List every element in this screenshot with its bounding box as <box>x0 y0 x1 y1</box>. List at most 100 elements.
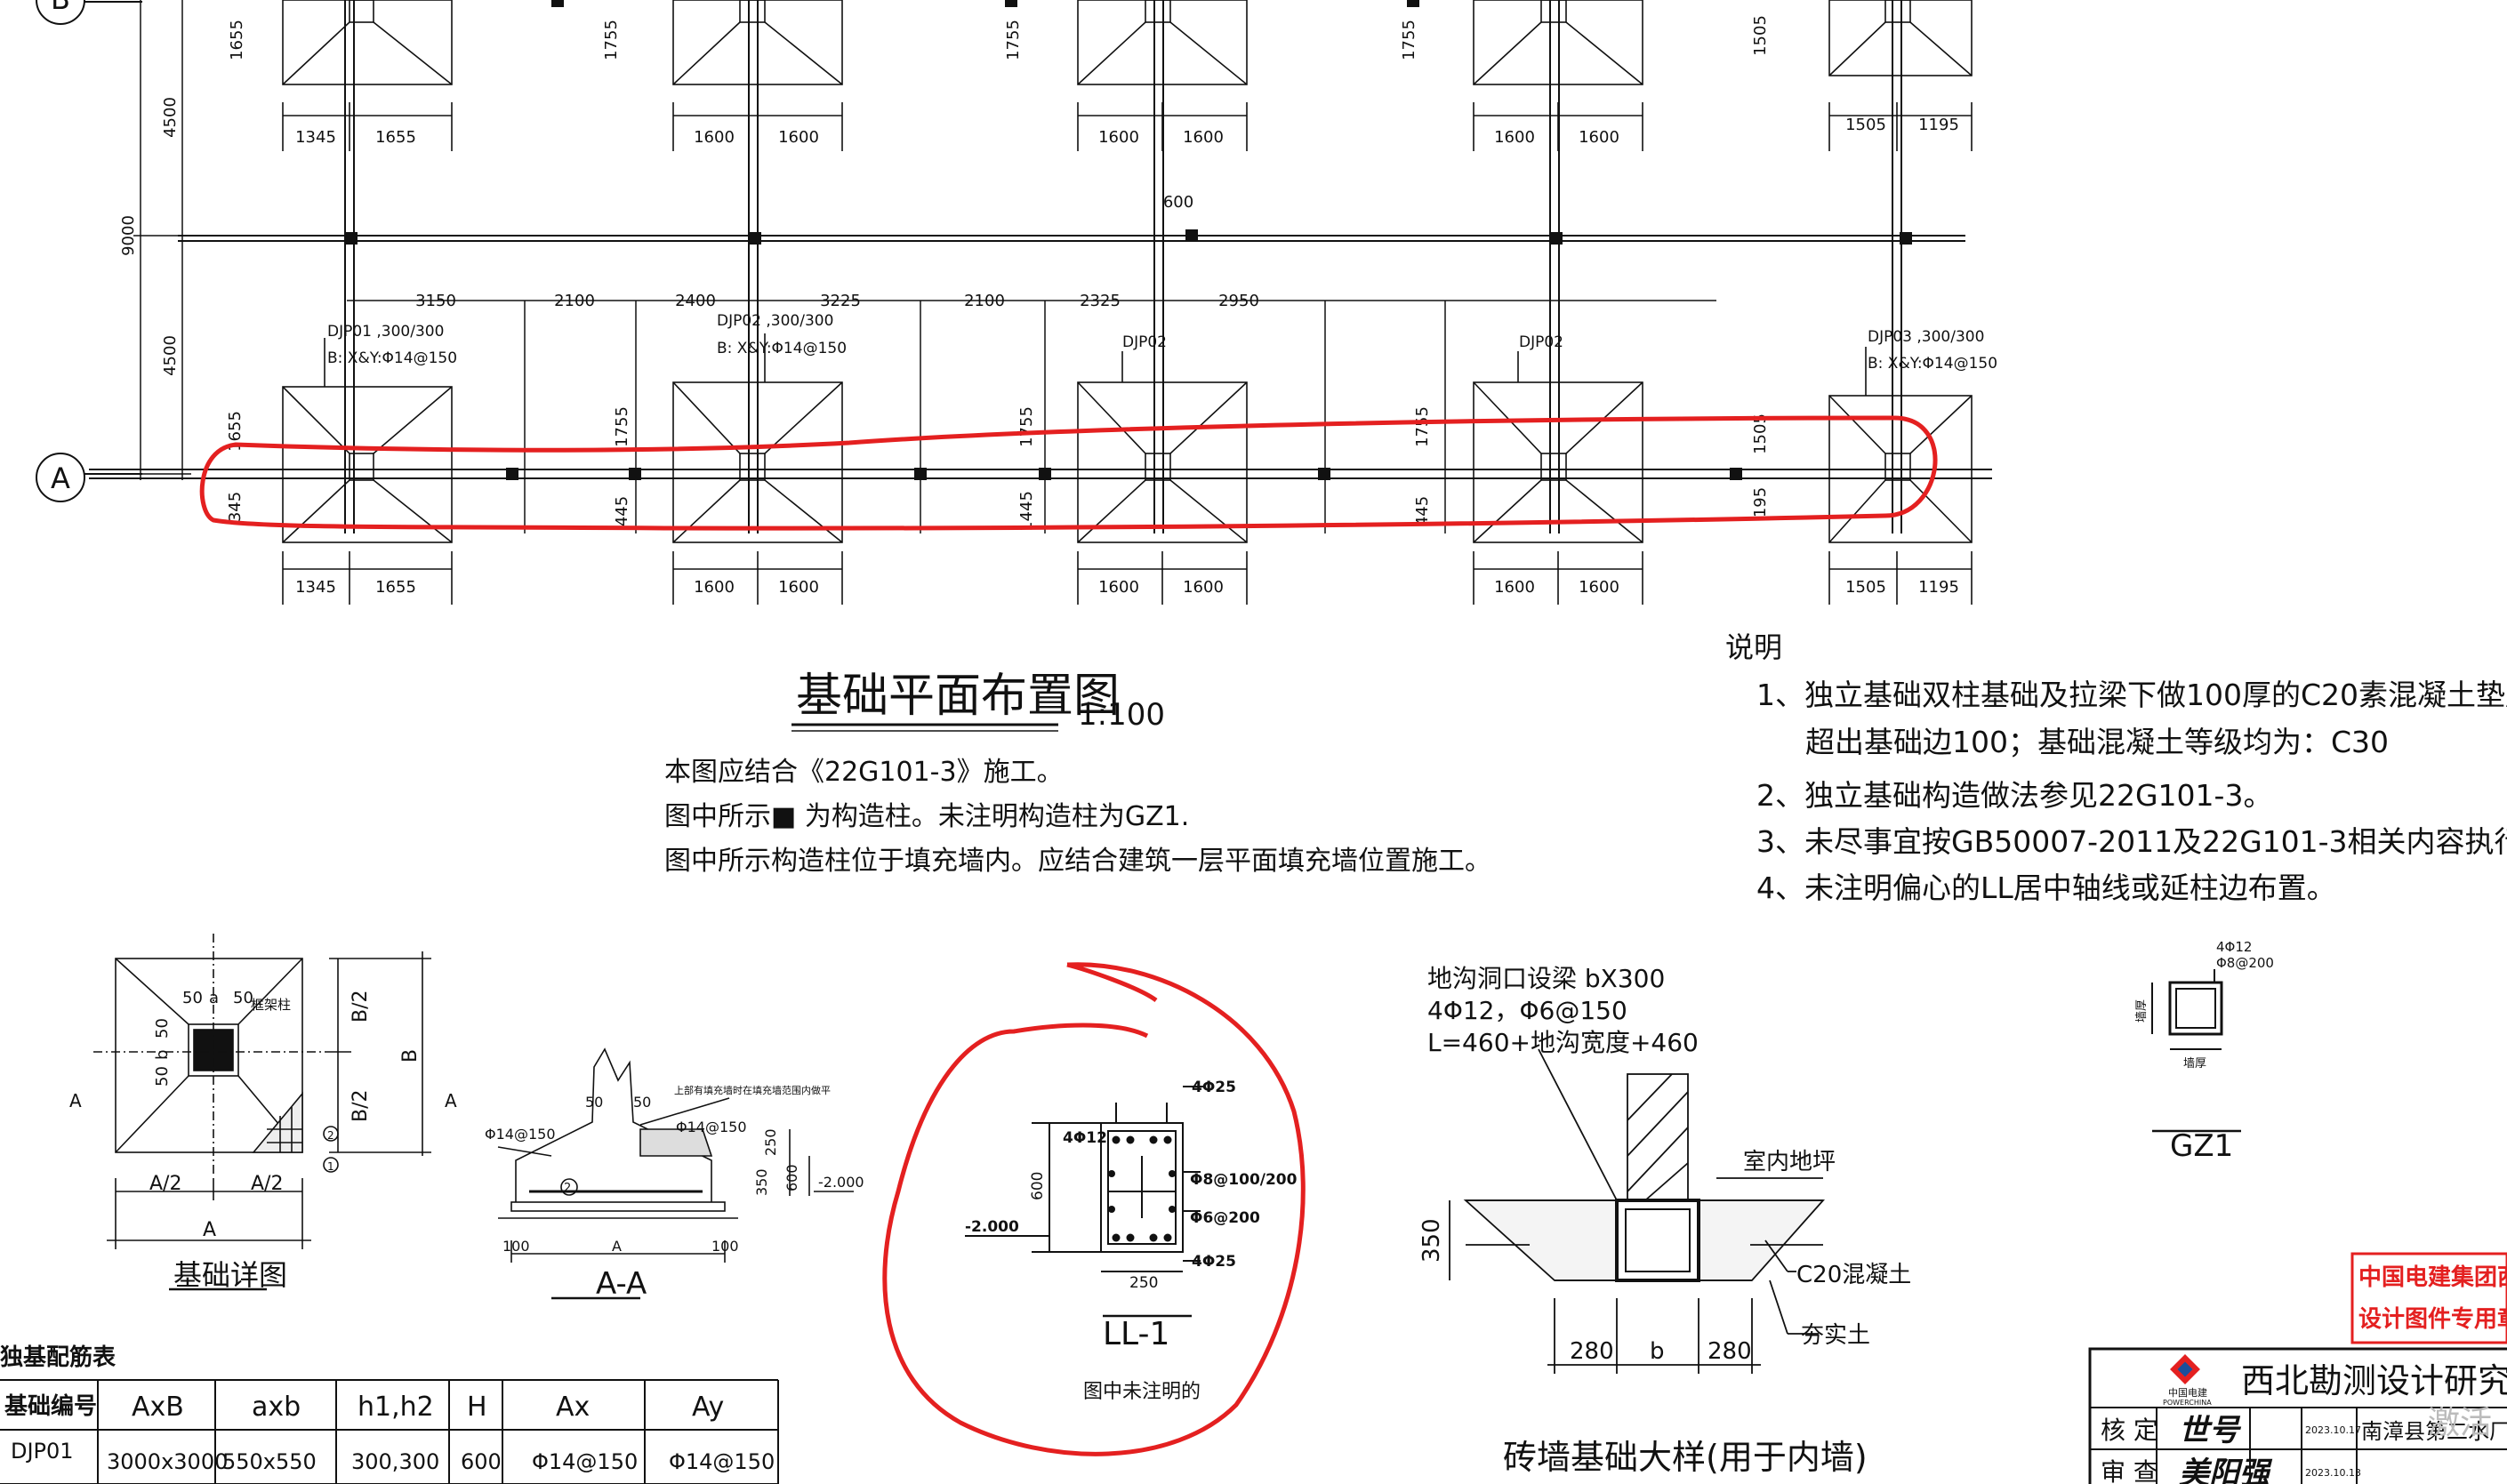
ll1-drawing <box>965 1086 1205 1318</box>
table-cell: Φ14@150 <box>669 1449 775 1474</box>
plan-note-3: 图中所示构造柱位于填充墙内。应结合建筑一层平面填充墙位置施工。 <box>664 846 1491 877</box>
wall-drawing <box>1449 1048 1826 1374</box>
remarks-heading: 说明 <box>1725 630 1783 664</box>
section-label: Φ14@150 <box>485 1126 556 1143</box>
remark-item: 4、未注明偏心的LL居中轴线或延柱边布置。 <box>1756 870 2336 905</box>
remark-item: 3、未尽事宜按GB50007-2011及22G101-3相关内容执行 <box>1756 824 2507 859</box>
table-header: h1,h2 <box>358 1392 434 1423</box>
detail-label: A <box>69 1090 82 1111</box>
footing-table <box>0 1379 779 1484</box>
table-header: axb <box>252 1392 301 1423</box>
table-caption: 独基配筋表 <box>0 1344 117 1371</box>
detail-labels: 50 a 50 50 b 50 B/2 B/2 B A/2 A/2 A A A … <box>69 989 457 1292</box>
section-label: 上部有填充墙时在填充墙范围内做平 <box>674 1084 831 1096</box>
detail-label: 50 <box>153 1018 172 1039</box>
row1-label: 核 定 <box>2101 1416 2158 1445</box>
wall-label: 夯实土 <box>1801 1322 1870 1349</box>
wall-label: 地沟洞口设梁 bX300 <box>1427 964 1665 993</box>
constructional-columns <box>345 0 1912 480</box>
footing-dim: 1600 <box>1183 578 1224 597</box>
plan-note-2: 图中所示■ 为构造柱。未注明构造柱为GZ1. <box>664 801 1190 832</box>
footing-dim: 445 <box>613 496 631 526</box>
section-label: 50 <box>585 1094 603 1111</box>
section-label: Φ14@150 <box>676 1119 747 1135</box>
footing-tag: DJP02 <box>1519 333 1563 351</box>
detail-label: 50 <box>153 1066 172 1087</box>
axis-a-label: A <box>51 461 70 495</box>
signature-1: 世号 <box>2179 1413 2242 1448</box>
detail-label: B/2 <box>350 1089 372 1122</box>
table-header: Ay <box>692 1392 724 1423</box>
section-aa-labels: 50 50 Φ14@150 Φ14@150 上部有填充墙时在填充墙范围内做平 2… <box>485 1084 864 1302</box>
span-dim: 3150 <box>415 292 456 310</box>
red-highlight-circle <box>882 962 1306 1456</box>
detail-label: A/2 <box>251 1173 283 1195</box>
footing-tag: DJP01 ,300/300 <box>327 323 444 341</box>
footing-dim: 1600 <box>1579 128 1619 147</box>
ll1-label: 4Φ12 <box>1063 1129 1107 1147</box>
section-label: 250 <box>762 1128 779 1156</box>
gz1-label: 墙厚 <box>2135 999 2149 1023</box>
span-dim: 2100 <box>554 292 595 310</box>
footing-tags: DJP01 ,300/300 B: X&Y:Φ14@150 DJP02 ,300… <box>327 312 1997 373</box>
footing-dim: 1345 <box>295 578 336 597</box>
bottom-row-dims: 1345 1655 1655 345 1600 1600 1755 445 16… <box>226 406 1959 597</box>
span-dim: 2325 <box>1080 292 1121 310</box>
footing-dim: 1655 <box>375 578 416 597</box>
watermark: 激活 <box>2428 1405 2492 1441</box>
logo-text: 中国电建 <box>2168 1386 2207 1399</box>
plan-scale: 1:100 <box>1078 697 1165 733</box>
wall-label: L=460+地沟宽度+460 <box>1427 1028 1699 1057</box>
section-label: -2.000 <box>818 1174 864 1191</box>
section-label: 2 <box>564 1182 571 1195</box>
footing-dim: 1600 <box>1579 578 1619 597</box>
ll1-label: 4Φ25 <box>1192 1079 1236 1096</box>
logo-sub: POWERCHINA <box>2163 1399 2212 1407</box>
axis-bubble-b: B <box>36 0 142 25</box>
table-cell: Φ14@150 <box>532 1449 638 1474</box>
footing-dim: 1755 <box>1004 20 1023 60</box>
stamp-line2: 设计图件专用章 证书 <box>2358 1305 2507 1333</box>
detail-label: b <box>153 1050 172 1060</box>
section-label: 100 <box>711 1238 739 1255</box>
footing-dim: 1755 <box>1400 20 1418 60</box>
powerchina-logo-icon <box>2170 1354 2200 1384</box>
detail-title: 基础详图 <box>173 1258 287 1292</box>
footing-dim: 1600 <box>778 128 819 147</box>
section-label: A <box>612 1238 622 1255</box>
wall-label: 4Φ12，Φ6@150 <box>1427 996 1627 1025</box>
section-label: 50 <box>633 1094 651 1111</box>
span-dim: 2100 <box>964 292 1005 310</box>
footing-table-text: 独基配筋表 基础编号 AxB axb h1,h2 H Ax Ay DJP01 3… <box>0 1344 775 1474</box>
ll1-label: -2.000 <box>965 1218 1019 1236</box>
ll1-title: LL-1 <box>1103 1316 1169 1352</box>
footing-dim: 1755 <box>1413 406 1432 447</box>
table-cell: 300,300 <box>351 1449 439 1474</box>
gz1-label: 4Φ12 <box>2216 939 2252 955</box>
table-header: H <box>467 1392 487 1423</box>
footing-dim: 1755 <box>613 406 631 447</box>
footing-dim: 1600 <box>778 578 819 597</box>
ll1-bars <box>1108 1135 1176 1242</box>
span-dim: 2400 <box>675 292 716 310</box>
footing-dim: 1505 <box>1751 15 1770 56</box>
wall-title: 砖墙基础大样(用于内墙) <box>1503 1438 1868 1477</box>
detail-label: A <box>203 1219 216 1241</box>
red-highlight-loop <box>199 415 1938 531</box>
footing-dim: 1505 <box>1845 116 1886 134</box>
gz1-label: 墙厚 <box>2183 1057 2206 1071</box>
plan-title: 基础平面布置图 <box>796 670 1120 723</box>
span-dim: 3225 <box>820 292 861 310</box>
table-header: AxB <box>132 1392 184 1423</box>
footing-dim: 1600 <box>1098 128 1139 147</box>
wall-label: 280 <box>1707 1338 1752 1365</box>
section-aa-drawing <box>497 1047 854 1300</box>
top-row-dims: 1345 1655 1655 1600 1600 1755 1600 1600 … <box>228 15 1959 147</box>
footing-dim: 1655 <box>226 411 245 452</box>
dim-600: 600 <box>1163 193 1193 212</box>
detail-label: a <box>209 989 219 1007</box>
ll1-labels: 4Φ25 4Φ12 Φ8@100/200 Φ6@200 4Φ25 600 -2.… <box>965 1079 1298 1403</box>
footing-dim: 1600 <box>1098 578 1139 597</box>
footing-dim: 1600 <box>694 578 735 597</box>
footing-tag: DJP02 <box>1122 333 1167 351</box>
